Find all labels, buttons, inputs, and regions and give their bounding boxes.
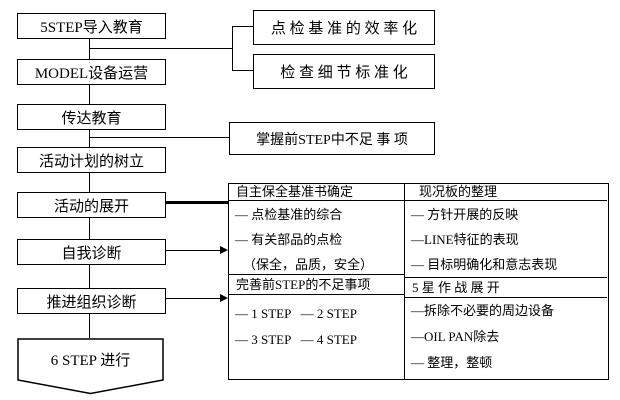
arrow-line-org-diagnosis: [164, 298, 222, 299]
main-flow-line: [89, 25, 90, 338]
terminal-pentagon-shape: [17, 338, 165, 395]
table-column-left: 自主保全基准书确定 — 点检基准的综合 — 有关部品的点检 （保全，品质，安全）…: [229, 184, 404, 379]
table-cell-line: — 有关部品的点检: [235, 231, 343, 247]
bracket-stub-top: [232, 26, 253, 27]
bracket-line: [232, 26, 233, 71]
table-right-header2: 5 星 作 战 展 开: [405, 278, 607, 298]
table-left-body1: — 点检基准的综合 — 有关部品的点检 （保全，品质，安全）: [229, 201, 404, 276]
table-cell-line: — 点检基准的综合: [235, 206, 343, 222]
summary-table: 自主保全基准书确定 — 点检基准的综合 — 有关部品的点检 （保全，品质，安全）…: [228, 183, 609, 380]
flow-step-activity-plan: 活动计划的树立: [17, 147, 166, 173]
flow-step-org-diagnosis: 推进组织诊断: [17, 288, 166, 314]
flow-step-5step-intro: 5STEP导入教育: [17, 13, 166, 39]
flow-step-activity-deploy: 活动的展开: [17, 192, 166, 218]
table-cell-line: — 整理，整顿: [411, 355, 493, 370]
branch-line-to-middle-callout: [89, 137, 229, 138]
table-cell-line: —OIL PAN除去: [411, 329, 500, 344]
bracket-stub-bottom: [232, 70, 253, 71]
table-cell-line: — 方针开展的反映: [411, 207, 519, 222]
table-right-body2: —拆除不必要的周边设备 —OIL PAN除去 — 整理，整顿: [405, 298, 607, 379]
callout-inspection-efficiency: 点 检 基 准 的 效 率 化: [253, 10, 435, 45]
thick-connector-activity-to-table: [164, 201, 228, 204]
arrow-line-self-diagnosis: [164, 250, 222, 251]
table-cell-line: — 目标明确化和意志表现: [411, 257, 558, 272]
callout-grasp-shortfalls: 掌握前STEP中不足 事 项: [229, 122, 435, 155]
arrowhead-self-diagnosis: [220, 246, 228, 254]
flow-step-self-diagnosis: 自我诊断: [17, 239, 166, 265]
callout-check-standardization: 检 查 细 节 标 准 化: [253, 54, 435, 89]
flow-step-transfer-education: 传达教育: [17, 104, 166, 130]
table-cell-line: （保全，品质，安全）: [243, 256, 374, 272]
table-cell-line: — 1 STEP — 2 STEP: [235, 305, 357, 321]
table-cell-line: — 3 STEP — 4 STEP: [235, 331, 357, 347]
table-right-header1: 现况板的整理: [405, 184, 607, 201]
arrowhead-org-diagnosis: [220, 294, 228, 302]
table-left-body2: — 1 STEP — 2 STEP — 3 STEP — 4 STEP: [229, 295, 404, 379]
flow-step-model-equipment: MODEL设备运营: [17, 59, 166, 85]
table-column-right: 现况板的整理 — 方针开展的反映 —LINE特征的表现 — 目标明确化和意志表现…: [404, 184, 607, 379]
table-right-body1: — 方针开展的反映 —LINE特征的表现 — 目标明确化和意志表现: [405, 201, 607, 278]
table-cell-line: —LINE特征的表现: [411, 232, 519, 247]
table-left-header2: 完善前STEP的不足事项: [229, 275, 404, 295]
terminal-step-label: 6 STEP 进行: [50, 352, 131, 369]
table-cell-line: —拆除不必要的周边设备: [411, 303, 555, 318]
table-left-header1: 自主保全基准书确定: [229, 184, 404, 201]
branch-line-to-top-callouts: [89, 48, 233, 49]
